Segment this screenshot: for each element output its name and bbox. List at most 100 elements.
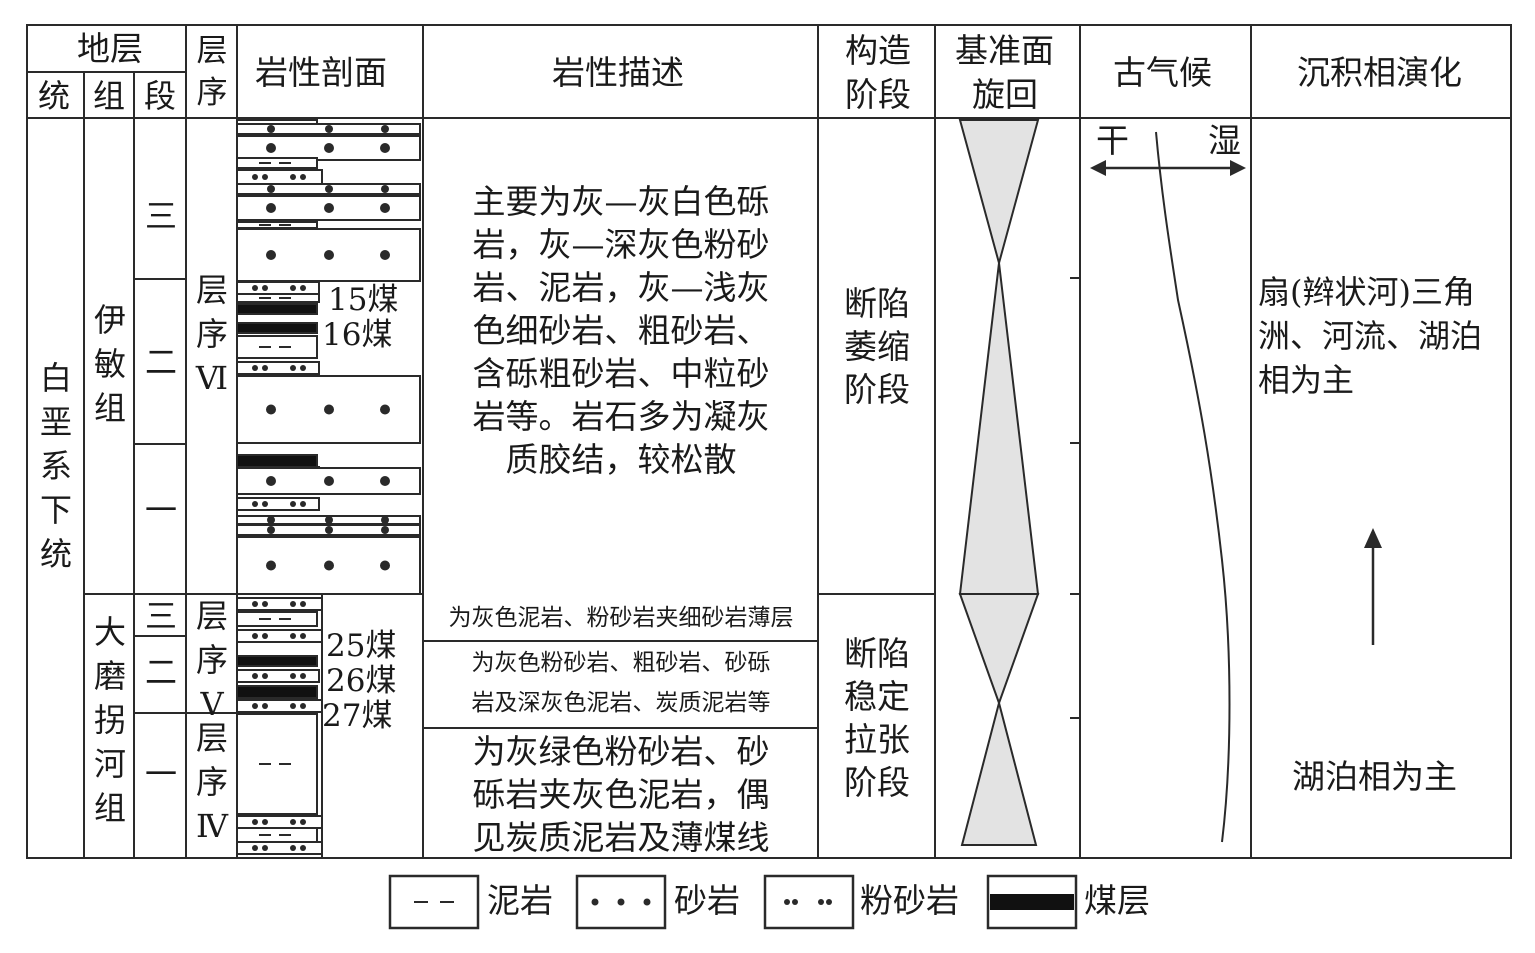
coal-label-25: 25煤 (326, 628, 397, 664)
cycle-triangle (958, 262, 1040, 595)
siltstone-layer (236, 497, 320, 511)
legend-silt-dot (784, 899, 790, 905)
header-formation: 组 (93, 77, 126, 115)
sand-dot (381, 125, 389, 133)
member-damo-1: 一 (145, 755, 178, 793)
silt-dot (262, 819, 268, 825)
silt-dot (290, 633, 296, 639)
description-yimin: 主要为灰—灰白色砾岩，灰—深灰色粉砂岩、泥岩，灰—浅灰色细砂岩、粗砂岩、含砾粗砂… (472, 182, 770, 479)
description-damo-1: 为灰绿色粉砂岩、砂砾岩夹灰色泥岩，偶见炭质泥岩及薄煤线 (472, 732, 770, 857)
header-paleoclimate: 古气候 (1113, 53, 1212, 92)
silt-dot (262, 174, 268, 180)
facies-arrow-head (1364, 528, 1382, 548)
coal-label-16: 16煤 (322, 317, 393, 353)
sand-dot (267, 185, 275, 193)
mudstone-layer (236, 157, 318, 169)
header-tectonic-stage-1: 构造 (845, 31, 911, 70)
silt-dot (300, 501, 306, 507)
mudstone-layer (236, 827, 318, 843)
siltstone-layer (236, 669, 320, 683)
silt-dot (252, 633, 258, 639)
silt-dot (252, 819, 258, 825)
silt-dot (252, 845, 258, 851)
silt-dot (300, 703, 306, 709)
header-series: 统 (38, 77, 71, 115)
legend-sand-dot (643, 898, 651, 906)
formation-yimin: 伊敏组 (93, 301, 126, 427)
sand-dot (324, 250, 334, 260)
legend-label-coal: 煤层 (1084, 881, 1150, 920)
siltstone-layer (236, 281, 320, 295)
sand-dot (381, 526, 389, 534)
silt-dot (252, 365, 258, 371)
silt-dot (262, 703, 268, 709)
sand-dot (381, 185, 389, 193)
silt-dot (290, 703, 296, 709)
series-label: 白垩系下统 (39, 359, 72, 573)
sand-dot (267, 526, 275, 534)
silt-dot (290, 285, 296, 291)
sand-dot (380, 143, 390, 153)
silt-dot (252, 703, 258, 709)
silt-dot (262, 285, 268, 291)
base-level-ticks (1070, 277, 1080, 719)
sand-dot (266, 250, 276, 260)
silt-dot (290, 365, 296, 371)
sand-dot (325, 125, 333, 133)
legend-sand-dot (591, 898, 599, 906)
legend-silt-dot (826, 899, 832, 905)
sand-dot (266, 560, 276, 571)
member-damo-2: 二 (145, 653, 178, 691)
sand-dot (324, 560, 334, 571)
silt-dot (290, 845, 296, 851)
header-stratum: 地层 (77, 29, 143, 68)
legend-silt-dot (818, 899, 824, 905)
header-member: 段 (144, 77, 177, 115)
tectonic-lower: 断陷稳定拉张阶段 (844, 634, 910, 802)
climate-dry-label: 干 (1096, 121, 1129, 160)
mudstone-layer (236, 713, 318, 815)
silt-dot (252, 601, 258, 607)
sand-dot (266, 476, 276, 486)
silt-dot (262, 365, 268, 371)
cycle-triangle (958, 119, 1040, 267)
silt-dot (300, 174, 306, 180)
arrow-right-head (1230, 160, 1246, 176)
table-frame (26, 24, 1512, 859)
cycle-triangle (958, 593, 1040, 706)
climate-wet-label: 湿 (1208, 121, 1241, 160)
description-damo-3: 为灰色泥岩、粉砂岩夹细砂岩薄层 (448, 605, 794, 631)
sand-dot (380, 476, 390, 486)
silt-dot (300, 365, 306, 371)
arrow-left-head (1090, 160, 1106, 176)
silt-dot (300, 845, 306, 851)
coal-label-26: 26煤 (326, 663, 397, 699)
sand-dot (324, 404, 334, 415)
sand-dot (380, 560, 390, 571)
sand-dot (267, 125, 275, 133)
silt-dot (262, 673, 268, 679)
mudstone-layer (236, 335, 318, 359)
siltstone-layer (236, 629, 323, 643)
mudstone-layer (236, 221, 318, 229)
sand-dot (266, 143, 276, 153)
siltstone-layer (236, 699, 323, 713)
header-sedimentary-facies: 沉积相演化 (1297, 53, 1462, 92)
header-base-level-2: 旋回 (972, 75, 1038, 114)
coal-layer (236, 303, 318, 315)
siltstone-layer (236, 597, 323, 611)
member-yimin-2: 二 (145, 343, 178, 381)
silt-dot (290, 174, 296, 180)
legend-coal-band (990, 894, 1074, 910)
silt-dot (300, 285, 306, 291)
member-yimin-1: 一 (145, 491, 178, 529)
silt-dot (290, 501, 296, 507)
tectonic-upper: 断陷萎缩阶段 (844, 284, 910, 409)
sand-dot (324, 476, 334, 486)
sand-dot (381, 516, 389, 524)
coal-label-27: 27煤 (322, 698, 393, 734)
